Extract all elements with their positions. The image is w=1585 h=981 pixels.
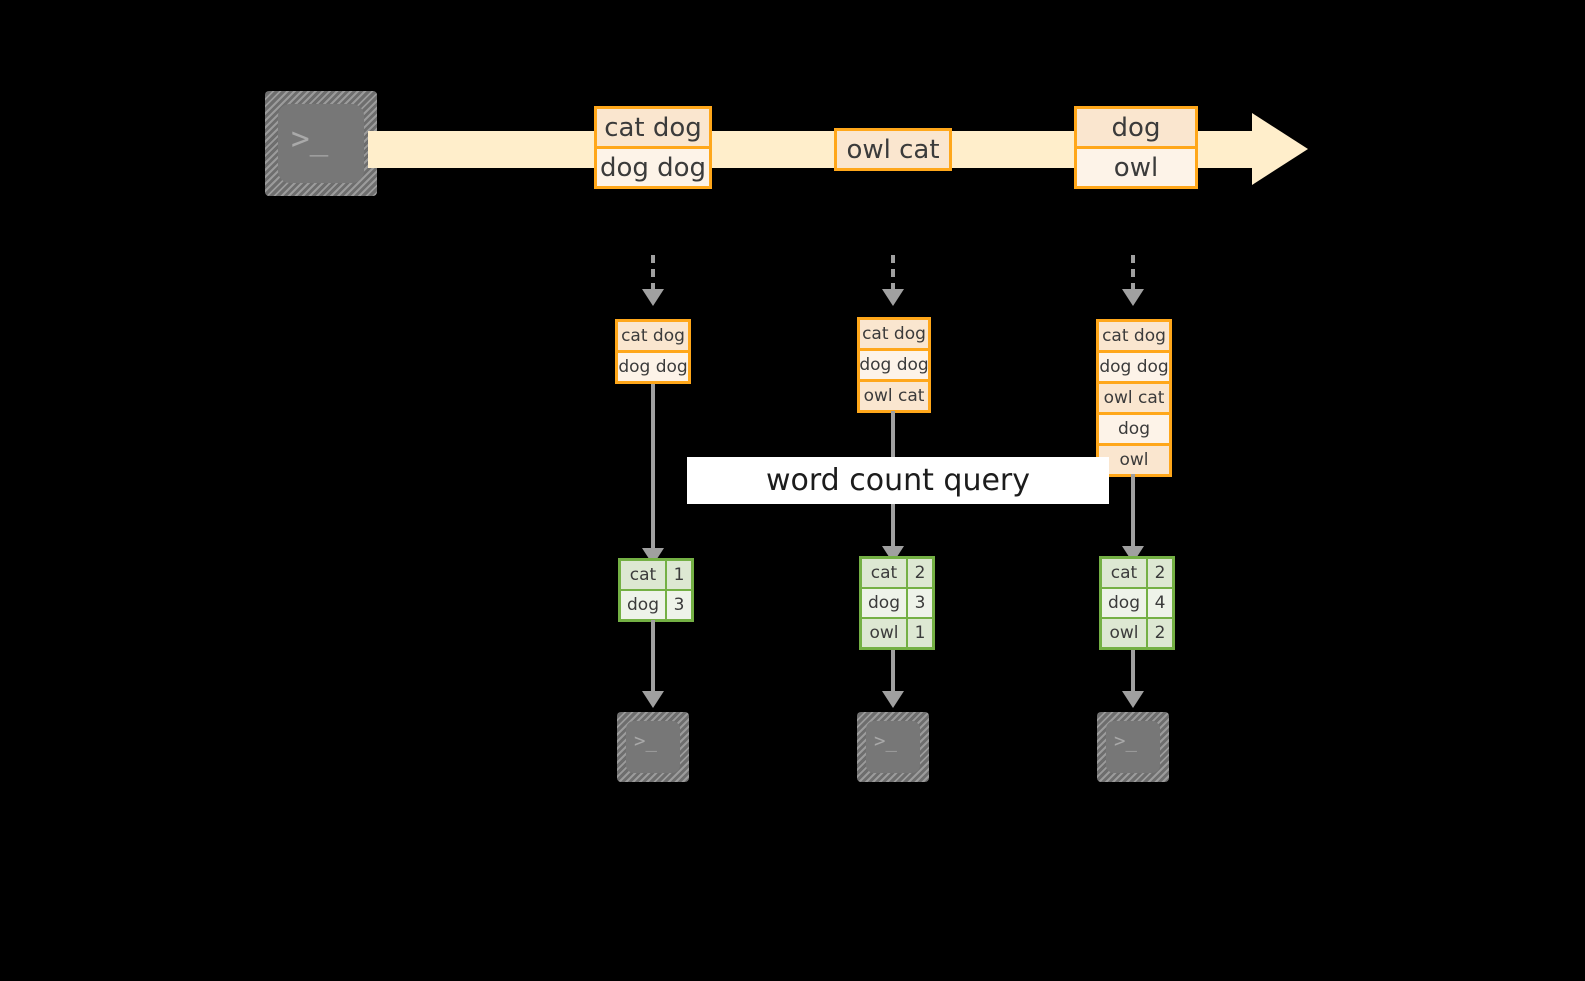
terminal-prompt-glyph: >_ <box>634 730 657 752</box>
stream-batch-line: dog <box>1077 109 1195 146</box>
stream-to-stack-arrowhead-1 <box>642 289 664 306</box>
result-word: dog <box>862 589 906 617</box>
sink-terminal-icon-2: >_ <box>857 712 929 782</box>
result-table-3: cat 2 dog 4 owl 2 <box>1099 556 1175 650</box>
source-terminal-icon: >_ <box>265 91 377 196</box>
result-word: cat <box>1102 559 1146 587</box>
stream-to-stack-connector-1 <box>651 255 655 291</box>
stream-batch-1: cat dog dog dog <box>594 106 712 189</box>
stream-batch-line: dog dog <box>597 149 709 186</box>
table-row: dog 3 <box>621 591 691 619</box>
accumulated-line: dog dog <box>618 353 688 381</box>
table-row: cat 2 <box>862 559 932 587</box>
result-word: dog <box>1102 589 1146 617</box>
terminal-screen: >_ <box>1106 721 1160 773</box>
accumulated-line: cat dog <box>618 322 688 350</box>
sink-terminal-icon-1: >_ <box>617 712 689 782</box>
result-to-sink-arrowhead-2 <box>882 691 904 708</box>
accumulated-line: owl cat <box>1099 384 1169 412</box>
table-row: cat 2 <box>1102 559 1172 587</box>
stack-to-result-connector-1 <box>651 384 655 551</box>
accumulated-line: dog dog <box>859 351 929 379</box>
result-count: 1 <box>908 619 932 647</box>
result-word: owl <box>1102 619 1146 647</box>
accumulated-line: owl cat <box>860 382 928 410</box>
result-count: 3 <box>908 589 932 617</box>
query-label: word count query <box>687 457 1109 504</box>
result-to-sink-arrowhead-3 <box>1122 691 1144 708</box>
result-count: 2 <box>1148 559 1172 587</box>
result-table-2: cat 2 dog 3 owl 1 <box>859 556 935 650</box>
terminal-prompt-glyph: >_ <box>291 121 329 157</box>
terminal-screen: >_ <box>866 721 920 773</box>
result-word: owl <box>862 619 906 647</box>
result-word: dog <box>621 591 665 619</box>
sink-terminal-icon-3: >_ <box>1097 712 1169 782</box>
accumulated-line: cat dog <box>860 320 928 348</box>
result-count: 2 <box>908 559 932 587</box>
result-to-sink-connector-1 <box>651 620 655 694</box>
stream-to-stack-arrowhead-2 <box>882 289 904 306</box>
table-row: owl 2 <box>1102 619 1172 647</box>
result-word: cat <box>621 561 665 589</box>
result-to-sink-connector-3 <box>1131 650 1135 694</box>
stream-to-stack-arrowhead-3 <box>1122 289 1144 306</box>
stream-arrow-icon <box>1252 113 1308 185</box>
result-table-1: cat 1 dog 3 <box>618 558 694 622</box>
result-count: 4 <box>1148 589 1172 617</box>
result-count: 3 <box>667 591 691 619</box>
accumulated-line: dog dog <box>1099 353 1169 381</box>
result-word: cat <box>862 559 906 587</box>
table-row: cat 1 <box>621 561 691 589</box>
result-to-sink-connector-2 <box>891 650 895 694</box>
table-row: dog 3 <box>862 589 932 617</box>
result-to-sink-arrowhead-1 <box>642 691 664 708</box>
terminal-screen: >_ <box>626 721 680 773</box>
table-row: owl 1 <box>862 619 932 647</box>
accumulated-stack-3: cat dog dog dog owl cat dog owl <box>1096 319 1172 477</box>
result-count: 1 <box>667 561 691 589</box>
accumulated-line: dog <box>1099 415 1169 443</box>
stream-batch-line: cat dog <box>597 109 709 146</box>
stream-to-stack-connector-2 <box>891 255 895 291</box>
accumulated-stack-1: cat dog dog dog <box>615 319 691 384</box>
accumulated-line: cat dog <box>1099 322 1169 350</box>
stream-batch-line: owl <box>1077 149 1195 186</box>
stream-batch-line: owl cat <box>837 131 949 168</box>
stream-batch-2: owl cat <box>834 128 952 171</box>
terminal-screen: >_ <box>278 104 364 183</box>
table-row: dog 4 <box>1102 589 1172 617</box>
stream-batch-3: dog owl <box>1074 106 1198 189</box>
result-count: 2 <box>1148 619 1172 647</box>
accumulated-stack-2: cat dog dog dog owl cat <box>857 317 931 413</box>
stream-to-stack-connector-3 <box>1131 255 1135 291</box>
accumulated-line: owl <box>1099 446 1169 474</box>
stack-to-result-connector-3 <box>1131 474 1135 551</box>
terminal-prompt-glyph: >_ <box>1114 730 1137 752</box>
terminal-prompt-glyph: >_ <box>874 730 897 752</box>
